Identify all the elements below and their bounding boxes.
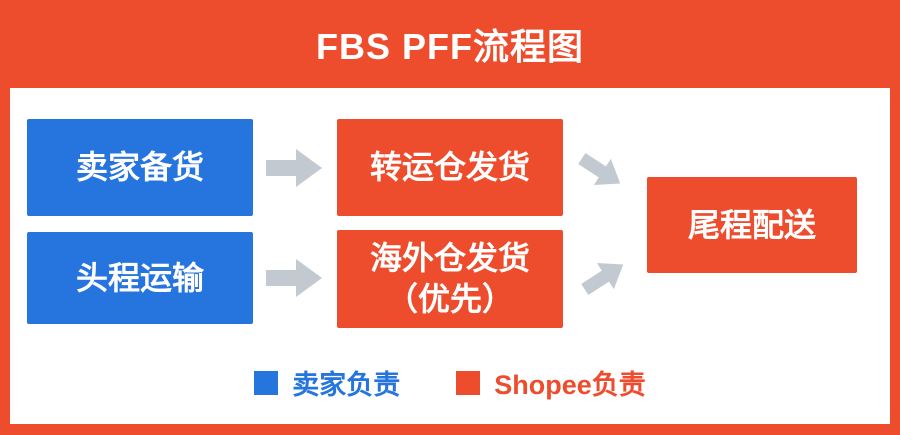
flow-box-last-mile-delivery: 尾程配送 [647, 177, 857, 273]
flow-box-overseas-warehouse-ship: 海外仓发货 （优先） [337, 230, 563, 328]
flowchart-panel: 卖家备货 头程运输 转运仓发货 海外仓发货 （优先） [10, 88, 890, 424]
block-arrow-right-icon [266, 258, 322, 298]
shopee-color-swatch [456, 370, 481, 395]
flow-box-sublabel: （优先） [385, 281, 514, 317]
legend-item-shopee: Shopee负责 [456, 363, 646, 402]
legend-label-seller: 卖家负责 [292, 370, 401, 400]
legend: 卖家负责 Shopee负责 [10, 363, 890, 402]
legend-item-seller: 卖家负责 [254, 363, 400, 402]
flow-box-first-leg-transport: 头程运输 [27, 232, 253, 324]
block-arrow-down-right-icon [573, 145, 629, 198]
legend-label-shopee: Shopee负责 [494, 370, 646, 400]
flow-box-label: 海外仓发货 [369, 240, 530, 277]
seller-color-swatch [254, 370, 279, 395]
flow-box-label: 尾程配送 [687, 206, 816, 243]
flow-box-label: 头程运输 [75, 259, 204, 296]
flow-box-transfer-warehouse-ship: 转运仓发货 [337, 119, 563, 216]
page-title: FBS PFF流程图 [316, 26, 584, 67]
block-arrow-right-icon [266, 148, 322, 188]
title-bar: FBS PFF流程图 [0, 0, 900, 88]
flow-box-seller-prepare: 卖家备货 [27, 119, 253, 216]
flow-box-label: 转运仓发货 [369, 149, 530, 186]
flow-box-label: 卖家备货 [75, 149, 204, 186]
block-arrow-up-right-icon [576, 251, 632, 304]
